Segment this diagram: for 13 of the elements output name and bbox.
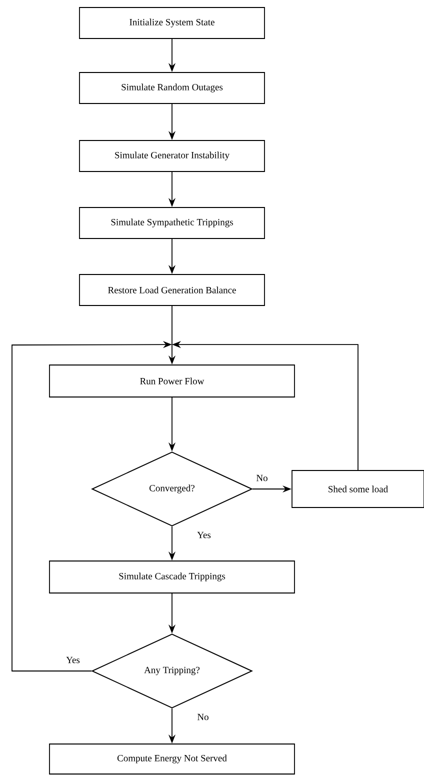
process-box: Simulate Random Outages: [79, 72, 265, 104]
process-box: Initialize System State: [79, 7, 265, 39]
edge-label: Yes: [65, 656, 81, 664]
process-box: Simulate Sympathetic Trippings: [79, 207, 265, 239]
process-box: Run Power Flow: [49, 364, 295, 398]
process-box: Compute Energy Not Served: [49, 744, 295, 774]
edge-label: Yes: [196, 530, 212, 540]
edge-label: No: [196, 712, 210, 722]
process-box: Simulate Generator Instability: [79, 140, 265, 172]
process-box: Restore Load Generation Balance: [79, 274, 265, 306]
process-box: Shed some load: [292, 470, 424, 508]
process-box: Simulate Cascade Trippings: [49, 560, 295, 594]
edge-label: No: [255, 474, 269, 482]
